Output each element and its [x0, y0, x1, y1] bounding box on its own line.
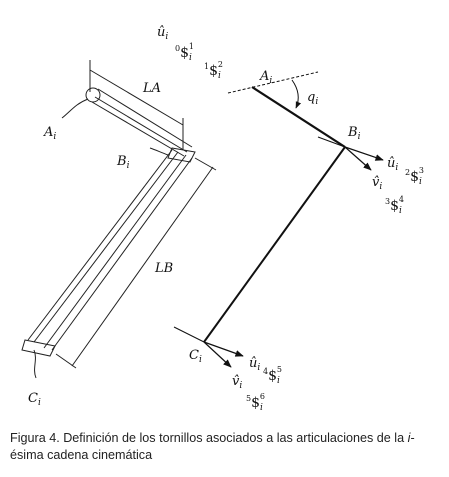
- screw-0-1: 0$i1: [175, 42, 194, 63]
- caption-italic: i: [407, 431, 411, 445]
- b-incoming-line: [317, 136, 346, 148]
- lb-ext-top: [194, 157, 217, 171]
- lower-link-rail-1: [27, 149, 173, 341]
- upper-link-edge-1: [97, 88, 193, 148]
- leader-c: [33, 349, 37, 379]
- lb-ext-bottom: [55, 353, 77, 369]
- leader-b: [149, 147, 169, 156]
- label-la: LA: [142, 81, 161, 96]
- leader-a: [61, 98, 89, 119]
- screw-1-2: 1$i2: [204, 60, 223, 81]
- screw-2-3: 2$i3: [405, 166, 424, 187]
- kinematic-chain-figure: LA LB Ai Bi Ci ûi 0$i1 1$i2 Ai qi Bi ûi …: [21, 25, 424, 413]
- angle-q-arc: [291, 79, 302, 109]
- lb-dimension-line: [71, 166, 214, 367]
- upper-link-edge-2: [91, 101, 185, 157]
- label-a-left: Ai: [43, 125, 56, 142]
- caption-prefix: Figura 4. Definición de los tornillos as…: [10, 431, 408, 445]
- label-u-top: ûi: [157, 25, 168, 42]
- screw-4-5: 4$i5: [263, 365, 282, 386]
- b-v-arrow: [344, 146, 372, 171]
- label-lb: LB: [154, 261, 173, 276]
- label-b-left: Bi: [116, 154, 130, 171]
- la-dimension-line: [89, 69, 184, 126]
- upper-link-edge-3: [94, 96, 188, 153]
- label-v-b: v̂i: [372, 175, 382, 192]
- leg-drawing: [21, 60, 217, 379]
- kinematic-schematic: [173, 71, 384, 368]
- c-u-arrow: [203, 341, 244, 357]
- label-u-b: ûi: [387, 156, 398, 173]
- caption-suffix: -ésima cadena cinemática: [10, 431, 415, 462]
- lower-link-rail-2: [33, 151, 179, 343]
- lower-link-rail-4: [51, 157, 193, 351]
- label-c-left: Ci: [28, 391, 41, 408]
- label-b-right: Bi: [347, 125, 361, 142]
- link-bc: [203, 146, 346, 343]
- lower-link-rail-3: [43, 154, 187, 349]
- label-a-right: Ai: [259, 69, 272, 86]
- joint-a-circle: [85, 87, 101, 103]
- screw-5-6: 5$i6: [246, 392, 265, 413]
- c-incoming-line: [173, 326, 205, 343]
- joint-b-block: [167, 147, 196, 163]
- screw-3-4: 3$i4: [385, 195, 404, 216]
- label-c-right: Ci: [189, 348, 202, 365]
- c-v-arrow: [203, 341, 232, 368]
- link-ab: [251, 86, 346, 148]
- label-v-c: v̂i: [232, 374, 242, 391]
- a-reference-line: [227, 71, 319, 94]
- b-u-arrow: [344, 146, 384, 161]
- joint-c-block: [21, 339, 56, 357]
- label-u-c: ûi: [249, 356, 260, 373]
- figure-caption: Figura 4. Definición de los tornillos as…: [10, 430, 442, 464]
- label-q: qi: [307, 90, 318, 107]
